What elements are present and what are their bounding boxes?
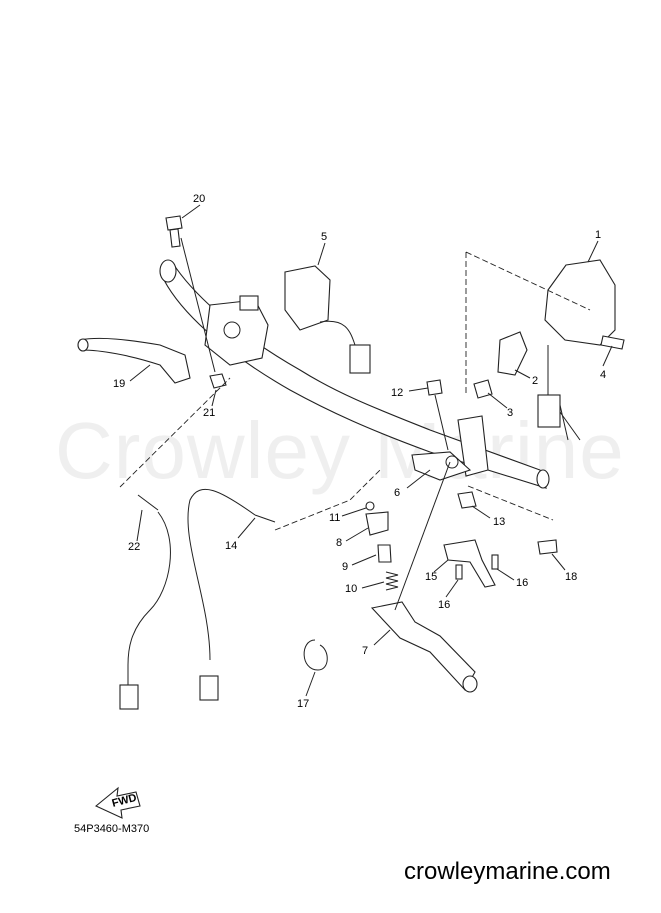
callout-15: 15 — [425, 571, 437, 583]
callout-9: 9 — [342, 561, 348, 573]
callout-3: 3 — [507, 407, 513, 419]
lever-19 — [77, 337, 191, 384]
callout-8: 8 — [336, 537, 342, 549]
callout-18: 18 — [565, 571, 577, 583]
nut-13 — [457, 491, 477, 509]
switch-housing-1 — [537, 259, 616, 441]
callout-leaders — [129, 204, 613, 697]
bracket-15 — [443, 539, 496, 588]
screw-11 — [365, 501, 375, 511]
left-lever-holder — [204, 295, 269, 366]
callout-2: 2 — [532, 375, 538, 387]
callout-4: 4 — [600, 369, 606, 381]
switch-5 — [284, 265, 371, 374]
bolt-12 — [426, 379, 449, 451]
diagram-code: 54P3460-M370 — [74, 823, 150, 835]
callout-17: 17 — [297, 698, 309, 710]
plunger-9 — [377, 544, 392, 563]
spring-10 — [385, 571, 399, 591]
cable-22 — [119, 494, 171, 710]
callout-16a: 16 — [438, 599, 450, 611]
screw-4 — [600, 335, 625, 350]
screw-16b — [491, 554, 499, 570]
callout-5: 5 — [321, 231, 327, 243]
cable-14 — [187, 488, 276, 701]
screw-16a — [455, 564, 463, 580]
lever-7 — [370, 601, 478, 693]
fwd-arrow-icon: FWD — [94, 786, 141, 819]
callout-16b: 16 — [516, 577, 528, 589]
screw-3 — [473, 379, 493, 399]
handlebar — [159, 259, 550, 489]
website-label: crowleymarine.com — [404, 858, 611, 885]
callout-20: 20 — [193, 193, 205, 205]
callout-12: 12 — [391, 387, 403, 399]
callout-7: 7 — [362, 645, 368, 657]
callout-1: 1 — [595, 229, 601, 241]
callout-22: 22 — [128, 541, 140, 553]
clamp-2 — [497, 331, 528, 376]
clamp-17 — [303, 639, 328, 671]
plate-8 — [365, 511, 389, 536]
bolt-18 — [537, 539, 558, 555]
callout-21: 21 — [203, 407, 215, 419]
callout-13: 13 — [493, 516, 505, 528]
callout-6: 6 — [394, 487, 400, 499]
nut-21 — [209, 373, 227, 389]
callout-10: 10 — [345, 583, 357, 595]
callout-14: 14 — [225, 540, 237, 552]
callout-19: 19 — [113, 378, 125, 390]
bolt-20 — [165, 215, 183, 248]
callout-labels: 1 2 3 4 5 6 7 8 9 10 11 12 13 14 15 16 1… — [113, 193, 606, 710]
callout-11: 11 — [329, 512, 340, 524]
